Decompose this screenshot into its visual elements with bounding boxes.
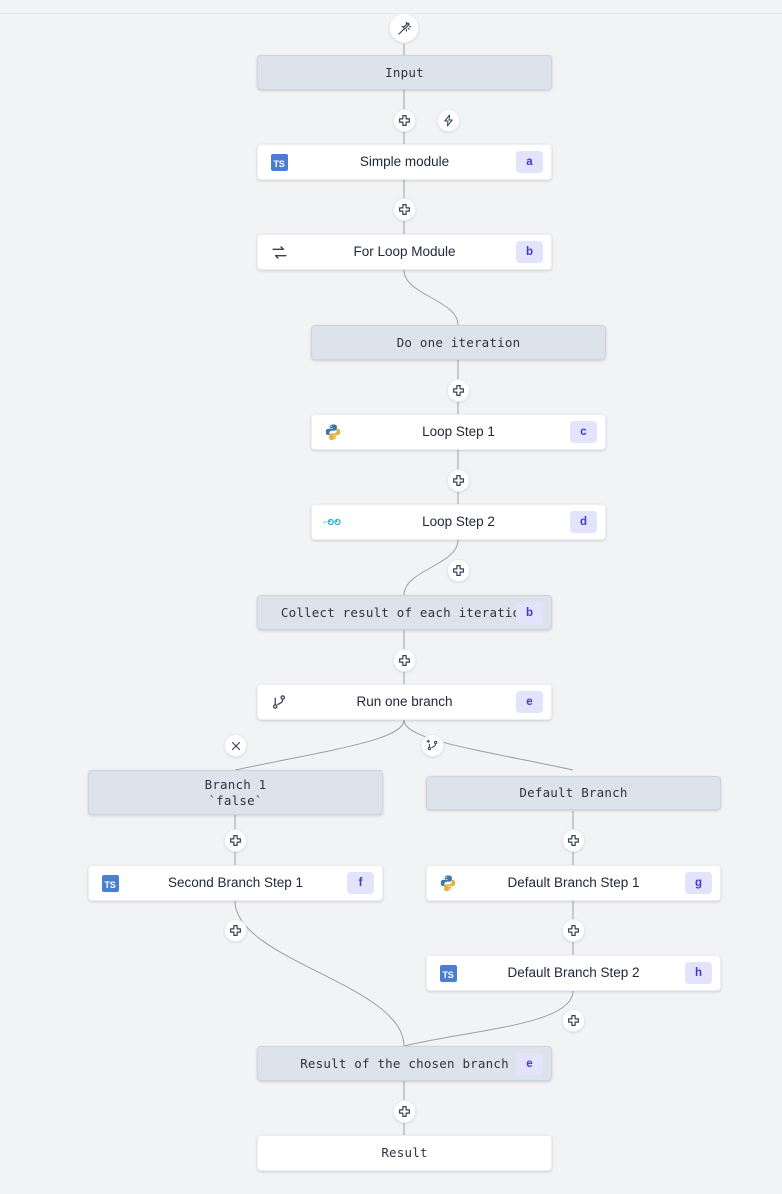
node-for-loop-module[interactable]: For Loop Module b	[257, 234, 552, 270]
loop-icon	[269, 242, 289, 262]
close-icon	[230, 740, 242, 752]
go-icon	[323, 512, 343, 532]
plus-icon	[567, 924, 580, 937]
node-do-one-iteration[interactable]: Do one iteration	[311, 325, 606, 360]
node-label: Do one iteration	[396, 334, 521, 350]
plus-icon	[398, 114, 411, 127]
node-label: Simple module	[359, 153, 450, 169]
node-label: Input	[385, 64, 424, 80]
node-loop-step-1[interactable]: Loop Step 1 c	[311, 414, 606, 450]
node-label: Result	[381, 1145, 428, 1161]
node-label: Result of the chosen branch	[300, 1055, 509, 1071]
node-branch-1[interactable]: Branch 1 `false`	[88, 770, 383, 815]
node-second-branch-step-1[interactable]: TS Second Branch Step 1 f	[88, 865, 383, 901]
add-step-button-8[interactable]	[562, 829, 585, 852]
branch-icon	[269, 692, 289, 712]
add-step-button-7[interactable]	[224, 829, 247, 852]
node-default-branch[interactable]: Default Branch	[426, 776, 721, 810]
node-badge: e	[516, 691, 543, 713]
plus-icon	[452, 384, 465, 397]
node-label: Run one branch	[356, 693, 453, 709]
plus-icon	[567, 834, 580, 847]
node-badge: a	[516, 151, 543, 173]
add-trigger-button[interactable]	[437, 109, 460, 132]
node-badge: f	[347, 872, 374, 894]
add-step-button-2[interactable]	[393, 198, 416, 221]
start-magic-wand-button[interactable]	[389, 13, 419, 43]
add-step-button-5[interactable]	[447, 559, 470, 582]
node-label: Default Branch	[519, 785, 628, 801]
node-badge: d	[570, 511, 597, 533]
add-step-button-4[interactable]	[447, 469, 470, 492]
typescript-icon: TS	[438, 963, 458, 983]
plus-icon	[398, 1105, 411, 1118]
plus-icon	[452, 474, 465, 487]
add-step-button-9[interactable]	[224, 919, 247, 942]
plus-icon	[398, 654, 411, 667]
add-branch-button[interactable]	[421, 734, 444, 757]
add-step-button-10[interactable]	[562, 919, 585, 942]
node-badge: b	[516, 601, 543, 624]
node-input[interactable]: Input	[257, 55, 552, 90]
node-label: Collect result of each iteration	[280, 604, 529, 620]
node-label: Default Branch Step 1	[507, 874, 640, 890]
add-step-button-3[interactable]	[447, 379, 470, 402]
node-label: Second Branch Step 1	[167, 874, 304, 890]
add-branch-icon	[425, 738, 440, 753]
node-label: Loop Step 2	[422, 513, 495, 529]
add-step-button-1[interactable]	[393, 109, 416, 132]
node-loop-step-2[interactable]: Loop Step 2 d	[311, 504, 606, 540]
plus-icon	[567, 1014, 580, 1027]
add-step-button-12[interactable]	[393, 1100, 416, 1123]
node-result[interactable]: Result	[257, 1135, 552, 1171]
add-step-button-11[interactable]	[562, 1009, 585, 1032]
node-default-branch-step-1[interactable]: Default Branch Step 1 g	[426, 865, 721, 901]
top-divider	[0, 13, 782, 14]
node-label: For Loop Module	[353, 243, 456, 259]
lightning-icon	[442, 114, 455, 127]
node-badge: g	[685, 872, 712, 894]
node-badge: b	[516, 241, 543, 263]
node-result-of-chosen-branch[interactable]: Result of the chosen branch e	[257, 1046, 552, 1081]
node-badge: h	[685, 962, 712, 984]
remove-branch-button[interactable]	[224, 734, 247, 757]
node-label: Loop Step 1	[422, 423, 495, 439]
node-run-one-branch[interactable]: Run one branch e	[257, 684, 552, 720]
magic-wand-icon	[397, 21, 412, 36]
node-badge: e	[516, 1052, 543, 1075]
typescript-icon: TS	[269, 152, 289, 172]
node-label: Branch 1 `false`	[204, 777, 267, 808]
plus-icon	[229, 834, 242, 847]
plus-icon	[398, 203, 411, 216]
plus-icon	[229, 924, 242, 937]
add-step-button-6[interactable]	[393, 649, 416, 672]
typescript-icon: TS	[100, 873, 120, 893]
plus-icon	[452, 564, 465, 577]
python-icon	[438, 873, 458, 893]
node-collect-result[interactable]: Collect result of each iteration b	[257, 595, 552, 630]
node-default-branch-step-2[interactable]: TS Default Branch Step 2 h	[426, 955, 721, 991]
node-simple-module[interactable]: TS Simple module a	[257, 144, 552, 180]
python-icon	[323, 422, 343, 442]
node-badge: c	[570, 421, 597, 443]
node-label: Default Branch Step 2	[507, 964, 640, 980]
